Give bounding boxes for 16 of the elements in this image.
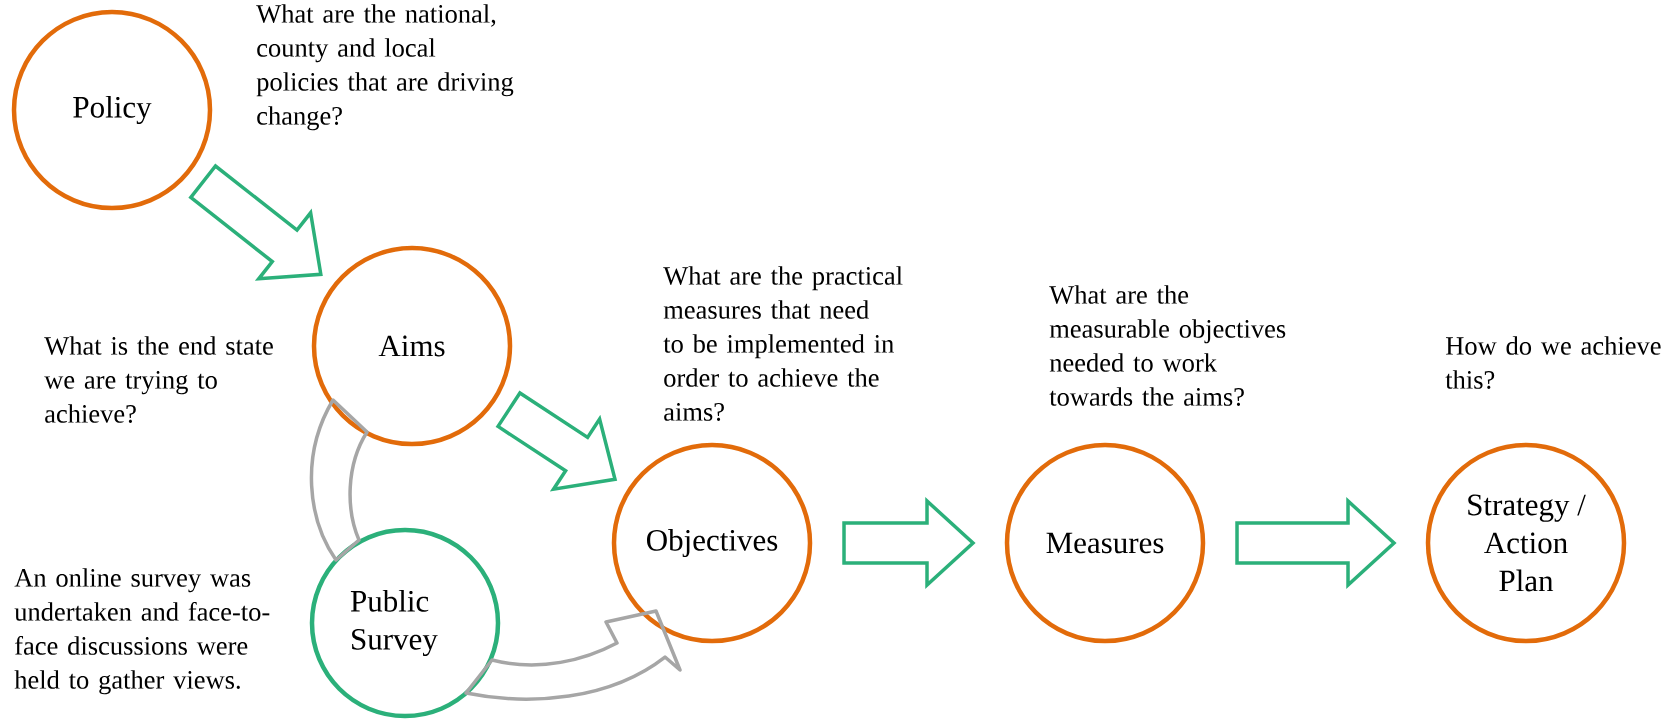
question-text: What are the practical measures that need to be implemented in order to achieve the aims? bbox=[663, 266, 903, 421]
question-text: What are the measurable objectives needed to work towards the aims? bbox=[1049, 285, 1286, 406]
circle-node: Measures bbox=[1004, 442, 1206, 644]
circle-node: Public Survey bbox=[309, 527, 501, 719]
block-arrow bbox=[1235, 497, 1397, 589]
curved-arrow bbox=[309, 398, 369, 562]
circle-node: Aims bbox=[311, 245, 513, 447]
question-text: How do we achieve this? bbox=[1445, 336, 1661, 389]
question-text: An online survey was undertaken and face-to-face discussions were held to gather views. bbox=[14, 568, 270, 695]
circle-node: Objectives bbox=[611, 442, 813, 644]
circle-node: Policy bbox=[11, 9, 213, 211]
question-text: What are the national, county and local policies that are driving change? bbox=[256, 4, 514, 131]
curved-arrow bbox=[464, 609, 682, 701]
block-arrow bbox=[842, 497, 976, 589]
question-text: What is the end state we are trying to achieve? bbox=[44, 336, 273, 423]
circle-node: Strategy / Action Plan bbox=[1425, 442, 1627, 644]
